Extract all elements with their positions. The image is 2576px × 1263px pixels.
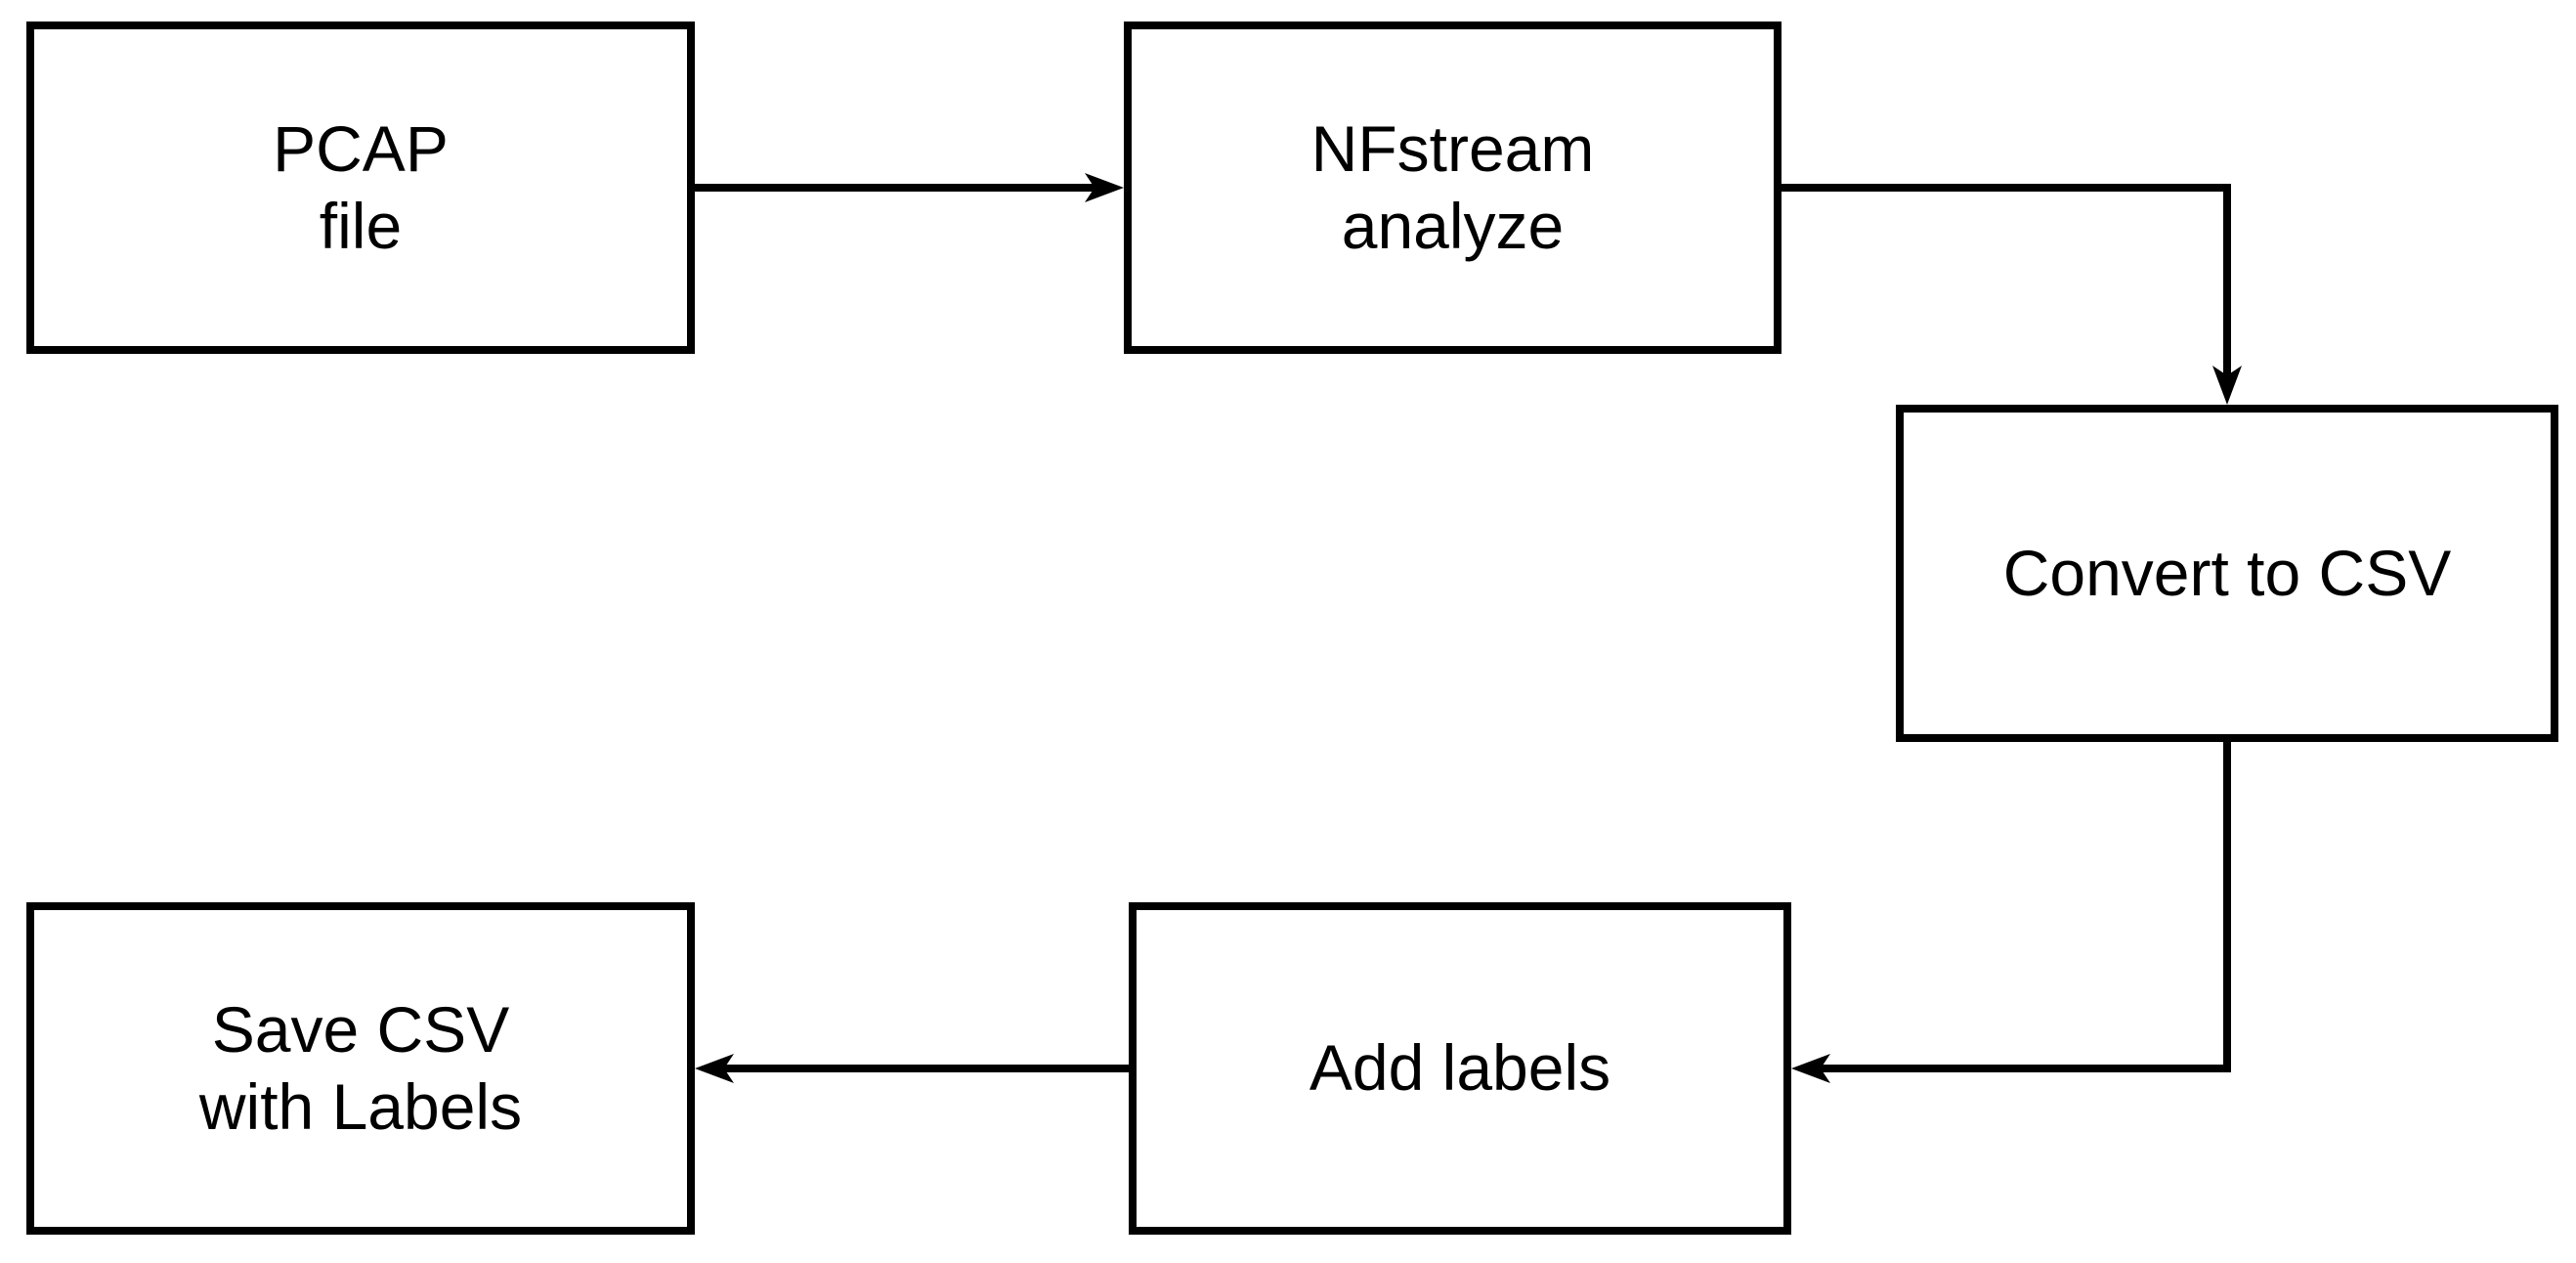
node-save-csv-with-labels-label: Save CSV with Labels: [198, 992, 523, 1143]
edge-nfstream-to-convert: [1782, 184, 2242, 405]
edge-pcap-to-nfstream: [695, 173, 1124, 202]
node-nfstream-analyze: NFstream analyze: [1124, 22, 1782, 354]
arrowhead-right: [1085, 173, 1124, 202]
arrowhead-left: [695, 1054, 734, 1083]
node-pcap-file-label: PCAP file: [273, 111, 449, 262]
node-add-labels-label: Add labels: [1309, 1031, 1611, 1105]
node-convert-to-csv-label: Convert to CSV: [2002, 536, 2452, 609]
edge-line: [1821, 742, 2231, 1072]
arrowhead-down: [2212, 366, 2242, 405]
edge-line: [1782, 184, 2231, 375]
edge-convert-to-addlabels: [1791, 742, 2231, 1083]
node-convert-to-csv: Convert to CSV: [1896, 405, 2558, 742]
node-pcap-file: PCAP file: [26, 22, 695, 354]
node-save-csv-with-labels: Save CSV with Labels: [26, 902, 695, 1235]
node-nfstream-analyze-label: NFstream analyze: [1310, 111, 1595, 262]
node-add-labels: Add labels: [1129, 902, 1791, 1235]
arrowhead-left: [1791, 1054, 1830, 1083]
edge-addlabels-to-save: [695, 1054, 1129, 1083]
